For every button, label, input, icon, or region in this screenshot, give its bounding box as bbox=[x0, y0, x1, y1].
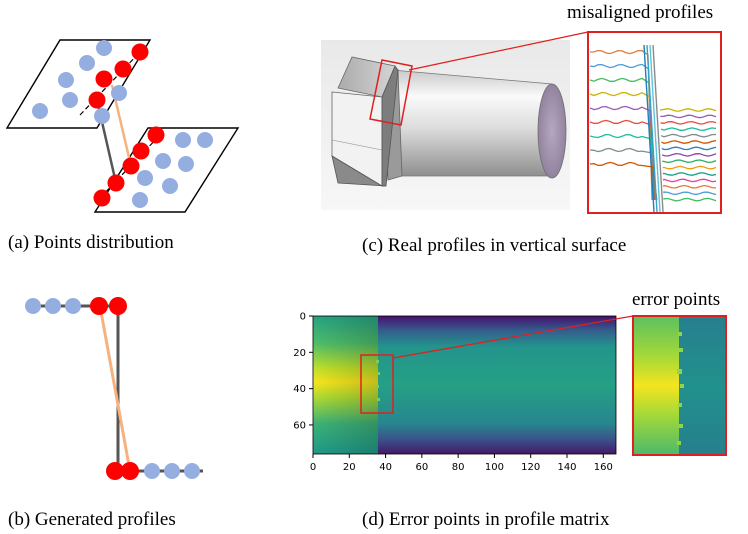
upper-profile bbox=[589, 63, 654, 201]
y-tick-label: 60 bbox=[293, 420, 306, 431]
upper-red-points bbox=[88, 43, 149, 109]
lower-profile bbox=[660, 127, 717, 131]
cylinder-collar bbox=[383, 69, 403, 181]
y-tick-label: 20 bbox=[293, 348, 306, 359]
lower-profile bbox=[662, 178, 717, 183]
lower-profile bbox=[662, 159, 717, 164]
lower-profile bbox=[663, 191, 717, 196]
heatmap-right-region bbox=[378, 316, 616, 454]
x-tick-label: 160 bbox=[594, 462, 613, 473]
panel-d-caption: (d) Error points in profile matrix bbox=[362, 509, 610, 530]
x-tick-label: 60 bbox=[415, 462, 428, 473]
x-tick-label: 40 bbox=[379, 462, 392, 473]
cliff-line bbox=[646, 44, 658, 213]
upper-profile bbox=[589, 91, 655, 201]
upper-blue-points bbox=[32, 40, 127, 124]
error-leader-line bbox=[392, 315, 634, 359]
upper-profile bbox=[589, 77, 654, 201]
lower-profile bbox=[662, 172, 717, 176]
x-tick-label: 120 bbox=[521, 462, 540, 473]
top-blue-points bbox=[25, 298, 81, 314]
error-highlight-box bbox=[360, 354, 394, 414]
lower-plane bbox=[93, 127, 240, 213]
hex-side-face bbox=[381, 65, 399, 187]
lower-profile bbox=[661, 140, 717, 144]
heatmap-frame bbox=[312, 315, 617, 455]
cliff-line bbox=[643, 44, 655, 213]
lower-diagonal bbox=[99, 134, 161, 199]
lower-profile bbox=[662, 184, 717, 189]
cylinder-body bbox=[391, 69, 553, 177]
cliff-line bbox=[649, 44, 661, 213]
lower-profile bbox=[662, 165, 717, 170]
upper-profile bbox=[589, 161, 658, 201]
upper-profile bbox=[589, 49, 653, 201]
heatmap-left-shade bbox=[313, 316, 378, 454]
zoom-leader-line bbox=[408, 31, 589, 71]
zoom-profiles bbox=[589, 44, 717, 213]
x-tick-label: 80 bbox=[452, 462, 465, 473]
y-tick-label: 40 bbox=[293, 384, 306, 395]
top-red-points bbox=[90, 297, 127, 315]
cylinder-end-cap bbox=[537, 83, 567, 179]
y-tick-label: 0 bbox=[300, 312, 306, 323]
orange-connector bbox=[110, 84, 133, 167]
error-zoom-box bbox=[632, 315, 727, 456]
lower-profile bbox=[663, 197, 717, 202]
heatmap-error-dots bbox=[376, 360, 380, 401]
upper-profile bbox=[589, 119, 656, 201]
cliff-line bbox=[652, 44, 664, 213]
error-zoom-left bbox=[633, 316, 679, 455]
error-zoom-right bbox=[679, 316, 726, 455]
lower-red-points bbox=[93, 126, 165, 207]
upper-profile bbox=[589, 133, 657, 201]
x-tick-label: 20 bbox=[343, 462, 356, 473]
x-tick-label: 0 bbox=[310, 462, 316, 473]
y-axis: 0 20 40 60 bbox=[293, 312, 313, 431]
x-tick-label: 100 bbox=[485, 462, 504, 473]
x-axis: 0 20 40 60 80 100 120 140 160 bbox=[310, 454, 613, 473]
panel-c-callout: misaligned profiles bbox=[567, 2, 714, 23]
hex-front-face bbox=[331, 91, 383, 187]
bottom-blue-points bbox=[144, 463, 200, 479]
lower-profile bbox=[660, 114, 717, 119]
heatmap-left-region bbox=[313, 316, 378, 454]
upper-plane bbox=[5, 39, 152, 129]
panel-d-callout: error points bbox=[632, 289, 721, 310]
x-tick-label: 140 bbox=[557, 462, 576, 473]
upper-profile bbox=[589, 105, 656, 201]
hex-top-face bbox=[337, 56, 396, 98]
bottom-red-points bbox=[106, 462, 139, 480]
upper-diagonal bbox=[79, 51, 141, 116]
highlight-box bbox=[369, 59, 413, 126]
upper-profile bbox=[589, 147, 657, 201]
lower-profile bbox=[659, 108, 717, 112]
zoom-box bbox=[587, 31, 722, 214]
lower-profile bbox=[660, 120, 717, 125]
panel-b-caption: (b) Generated profiles bbox=[8, 509, 176, 530]
orange-slanted-connector bbox=[98, 305, 132, 472]
lower-profile bbox=[661, 152, 717, 157]
error-zoom-dots bbox=[677, 332, 684, 445]
panel-a-caption: (a) Points distribution bbox=[8, 232, 174, 253]
lower-profile bbox=[661, 146, 717, 151]
lower-blue-points bbox=[132, 132, 213, 208]
panel-c-caption: (c) Real profiles in vertical surface bbox=[362, 235, 627, 256]
gray-connector bbox=[95, 99, 118, 184]
hex-lower-face bbox=[331, 155, 387, 187]
lower-profile bbox=[660, 133, 717, 138]
render-background bbox=[321, 40, 570, 210]
